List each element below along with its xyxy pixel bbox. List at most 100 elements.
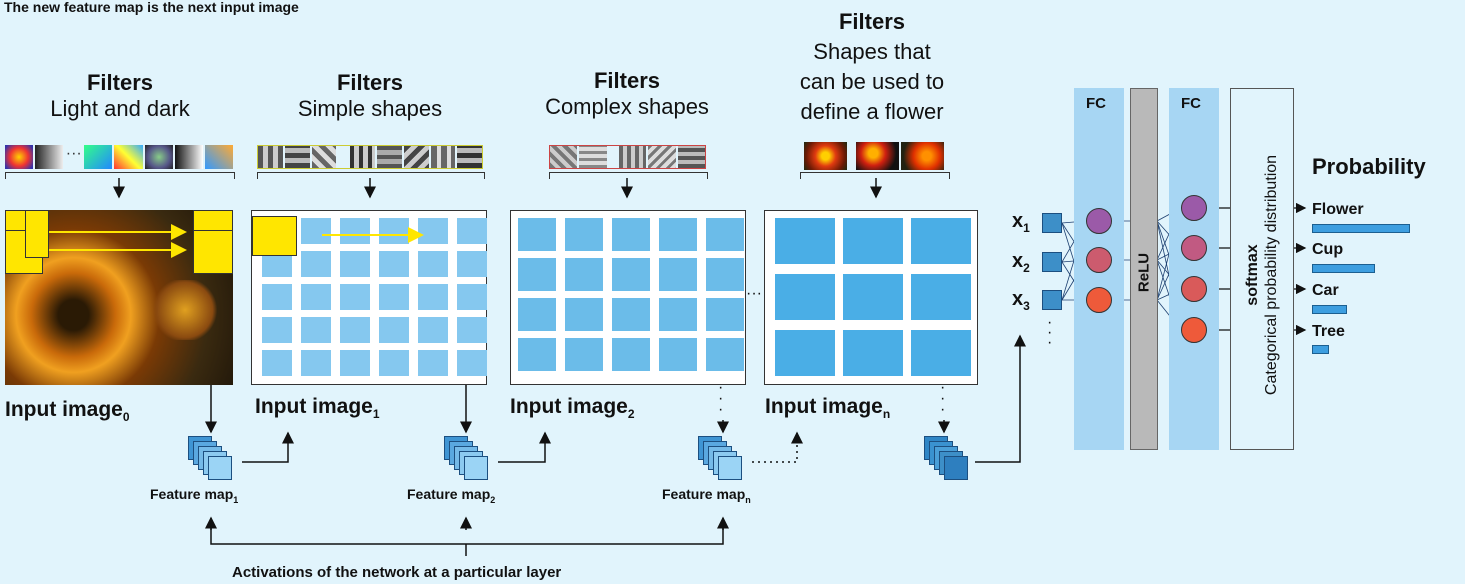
input-node-x2 [1042, 252, 1062, 272]
prob-bar-car [1312, 305, 1347, 314]
grid-cell [379, 350, 409, 376]
prob-bar-flower [1312, 224, 1410, 233]
grid-cell [379, 284, 409, 310]
fc1-node-2 [1086, 247, 1112, 273]
fc-layer-2 [1169, 88, 1219, 450]
filter-strip-simple-shapes [257, 145, 483, 169]
feature-map-label-n: Feature mapn [662, 486, 751, 505]
grid-cell [565, 298, 603, 331]
grid-cell [340, 218, 370, 244]
grid-cell [301, 284, 331, 310]
softmax-layer [1230, 88, 1294, 450]
grid-cell [659, 258, 697, 291]
fc-label-1: FC [1086, 95, 1106, 112]
filter-strip-flower-shapes [804, 142, 944, 170]
prob-bar-cup [1312, 264, 1375, 273]
scan-arrow [322, 227, 424, 243]
grid-cell [518, 338, 556, 371]
input-image-label-n: Input imagen [765, 395, 891, 422]
grid-cell [379, 218, 409, 244]
grid-cell [612, 298, 650, 331]
grid-cell [706, 258, 744, 291]
grid-cell [457, 284, 487, 310]
grid-cell [612, 218, 650, 251]
input-x3-label: x3 [1012, 288, 1030, 313]
fc2-node-3 [1181, 276, 1207, 302]
grid-cell [301, 317, 331, 343]
grid-cell [379, 251, 409, 277]
probability-title: Probability [1312, 154, 1426, 179]
filter-subtitle-4-line-1: Shapes that [813, 39, 931, 64]
grid-cell [457, 350, 487, 376]
grid-cell [457, 317, 487, 343]
input-node-x1 [1042, 213, 1062, 233]
fc-label-2: FC [1181, 95, 1201, 112]
grid-cell [518, 218, 556, 251]
grid-cell [706, 338, 744, 371]
filter-subtitle-1: Light and dark [50, 96, 190, 121]
filter-subtitle-3: Complex shapes [545, 94, 709, 119]
feature-map-stack-n [698, 436, 746, 484]
grid-cell [612, 258, 650, 291]
input-image-1-grid [251, 210, 487, 385]
grid-cell [659, 218, 697, 251]
relu-layer [1130, 88, 1158, 450]
grid-cell [418, 317, 448, 343]
prob-bar-tree [1312, 345, 1329, 354]
input-image-label-2: Input image2 [510, 395, 635, 422]
softmax-label: softmax [1244, 244, 1261, 306]
grid-cell [262, 350, 292, 376]
grid-cell [379, 317, 409, 343]
grid-cell [843, 330, 903, 376]
filter-bracket-3 [549, 172, 708, 179]
receptive-field-highlight [252, 216, 297, 256]
grid-cell [301, 218, 331, 244]
ellipsis-between-panels: ··· [746, 285, 762, 302]
vertical-ellipsis-2: ··· [718, 379, 724, 418]
input-x1-label: x1 [1012, 210, 1030, 235]
softmax-sublabel: Categorical probability distribution [1263, 154, 1280, 396]
input-image-label-0: Input image0 [5, 398, 130, 425]
grid-cell [262, 317, 292, 343]
grid-cell [775, 218, 835, 264]
filter-strip-complex-shapes [549, 145, 706, 169]
input-image-0-photo [5, 210, 233, 385]
filter-title-3: Filters Complex shapes [527, 68, 727, 120]
fc2-node-2 [1181, 235, 1207, 261]
feature-map-layer [944, 456, 968, 480]
grid-cell [659, 338, 697, 371]
feature-map-layer [464, 456, 488, 480]
filter-bracket-4 [800, 172, 950, 179]
feature-map-label-2: Feature map2 [407, 486, 496, 505]
fc2-node-4 [1181, 317, 1207, 343]
grid-cell [911, 274, 971, 320]
feature-map-layer [718, 456, 742, 480]
input-vertical-ellipsis: ··· [1047, 314, 1053, 351]
grid-cell [706, 218, 744, 251]
filter-subtitle-2: Simple shapes [297, 96, 443, 121]
fc1-node-3 [1086, 287, 1112, 313]
grid-cell [301, 350, 331, 376]
grid-cell [659, 298, 697, 331]
grid-cell [340, 251, 370, 277]
softmax-label-group: softmax Categorical probability distribu… [1243, 135, 1281, 415]
prob-label-cup: Cup [1312, 241, 1344, 258]
top-caption: The new feature map is the next input im… [4, 0, 299, 15]
grid-cell [418, 284, 448, 310]
grid-cell [418, 350, 448, 376]
grid-cell [565, 218, 603, 251]
prob-label-tree: Tree [1312, 323, 1345, 340]
filter-strip-light-dark: ··· [5, 145, 233, 169]
grid-cell [775, 330, 835, 376]
feature-map-stack-1 [188, 436, 236, 484]
input-x2-label: x2 [1012, 250, 1030, 275]
relu-label: ReLU [1135, 252, 1153, 293]
feature-map-stack-2 [444, 436, 492, 484]
grid-cell [518, 258, 556, 291]
fc2-node-1 [1181, 195, 1207, 221]
grid-cell [457, 218, 487, 244]
grid-cell [612, 338, 650, 371]
filter-heading-2: Filters [336, 70, 404, 95]
input-image-n-grid [764, 210, 978, 385]
grid-cell [340, 350, 370, 376]
